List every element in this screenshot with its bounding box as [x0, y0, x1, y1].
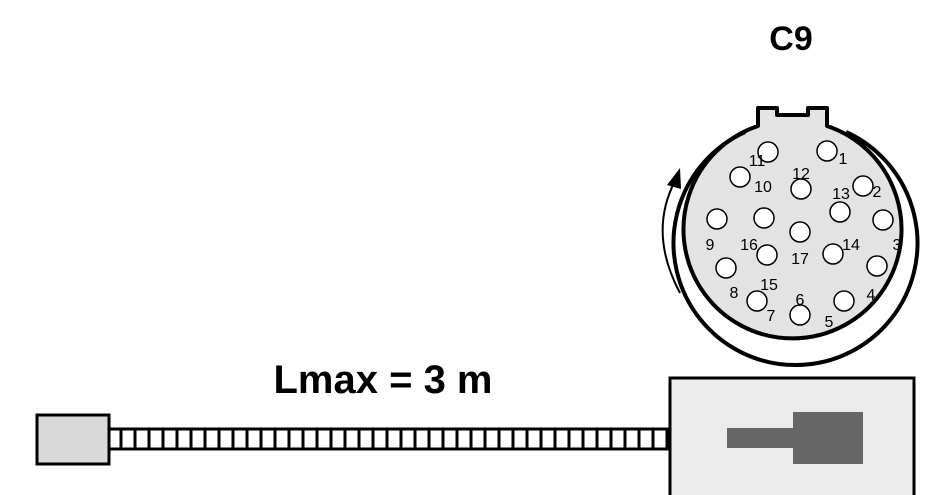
socket-head [793, 412, 863, 464]
pin-13-contact [829, 201, 851, 223]
pin-1-contact [816, 140, 838, 162]
circular-connector [671, 106, 920, 368]
rotation-arrow-head [667, 168, 681, 189]
cable-plug [35, 413, 111, 466]
pin-12-contact [790, 178, 812, 200]
pin-2-contact [852, 175, 874, 197]
pin-5-label: 5 [825, 314, 834, 331]
pin-15-contact [756, 244, 778, 266]
connector-rim [671, 130, 920, 368]
pin-1-label: 1 [839, 151, 848, 168]
pin-4-label: 4 [867, 287, 876, 304]
pin-16-label: 16 [740, 237, 758, 254]
connector-title: C9 [769, 20, 812, 58]
pin-6-contact [789, 304, 811, 326]
pin-8-label: 8 [730, 285, 739, 302]
cable-outline [107, 427, 671, 451]
pin-16-contact [753, 207, 775, 229]
pin-17-contact [789, 221, 811, 243]
socket-stem [727, 428, 793, 448]
pin-9-contact [706, 208, 728, 230]
pin-4-contact [866, 255, 888, 277]
pin-5-contact [833, 290, 855, 312]
pin-7-contact [746, 290, 768, 312]
pin-13-label: 13 [832, 186, 850, 203]
cable [107, 427, 671, 451]
rotation-arrow [661, 180, 681, 294]
pin-3-contact [872, 209, 894, 231]
pin-12-label: 12 [792, 166, 810, 183]
pin-11-contact [757, 141, 779, 163]
pin-15-label: 15 [760, 277, 778, 294]
pin-3-label: 3 [893, 237, 902, 254]
pin-14-contact [822, 243, 844, 265]
pin-14-label: 14 [842, 237, 860, 254]
connector-body [681, 106, 904, 341]
pin-9-label: 9 [706, 237, 715, 254]
cable-length-label: Lmax = 3 m [273, 358, 492, 402]
pin-7-label: 7 [767, 308, 776, 325]
pin-2-label: 2 [873, 184, 882, 201]
pin-11-label: 11 [749, 153, 766, 170]
pin-10-label: 10 [754, 179, 772, 196]
pin-6-label: 6 [796, 292, 805, 309]
pin-17-label: 17 [791, 251, 809, 268]
pin-10-contact [729, 166, 751, 188]
pin-8-contact [715, 257, 737, 279]
